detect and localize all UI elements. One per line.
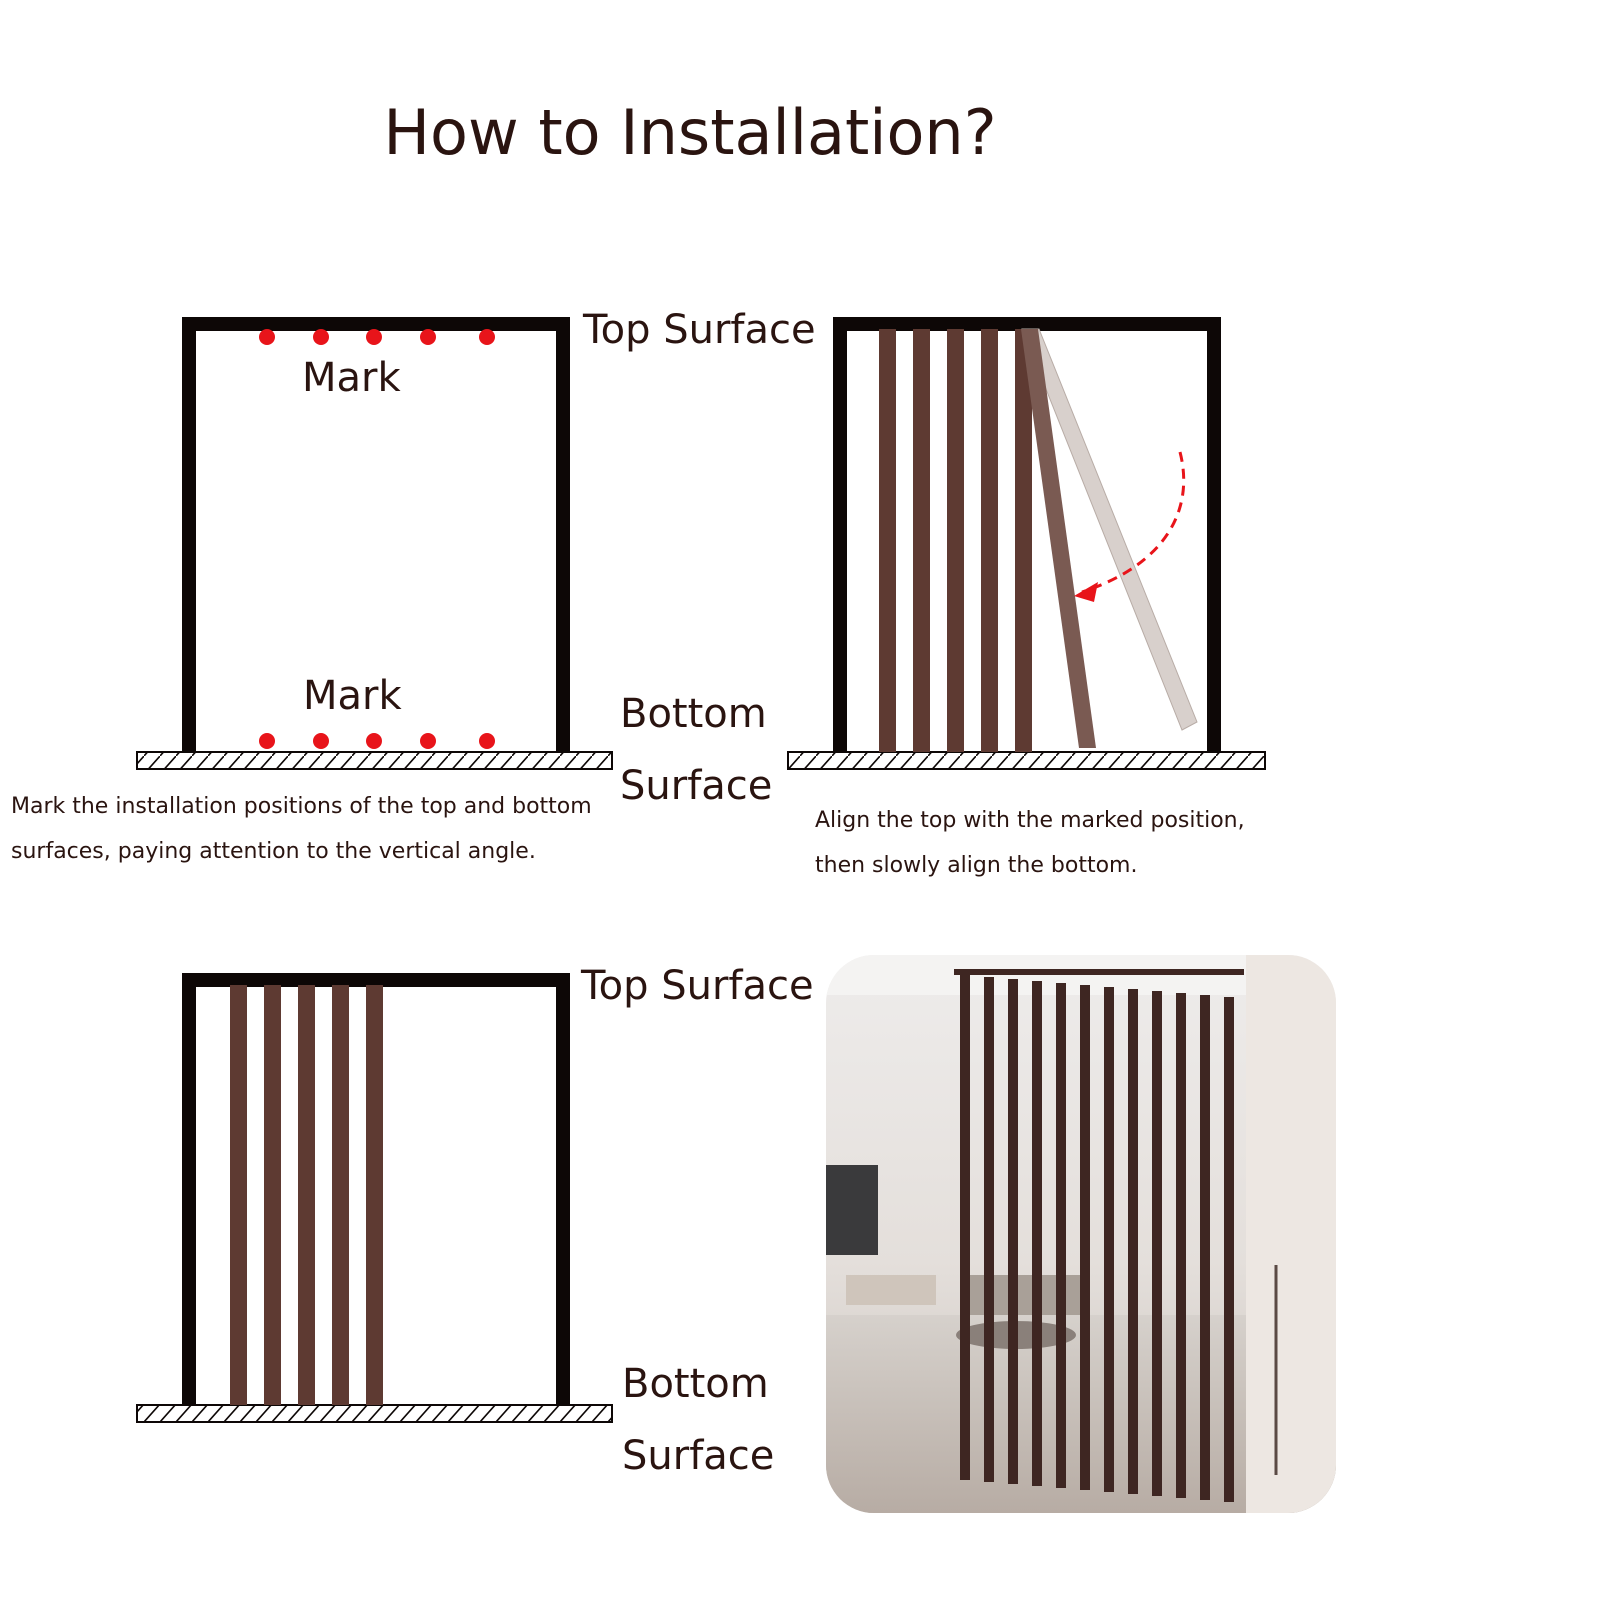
slat xyxy=(332,985,349,1405)
step1-top-surface-label: Top Surface xyxy=(583,307,816,353)
step1-caption-line1: Mark the installation positions of the t… xyxy=(11,794,592,819)
mark-dot xyxy=(479,733,495,749)
step3-bottom-surface-label-line2: Surface xyxy=(622,1433,775,1479)
photo-illustration xyxy=(826,955,1336,1513)
step1-diagram xyxy=(136,317,613,770)
step1-floor xyxy=(136,751,613,770)
step1-top-mark-label: Mark xyxy=(302,355,401,401)
slat xyxy=(230,985,247,1405)
slat xyxy=(913,329,930,752)
right-wall xyxy=(1246,955,1336,1513)
slat xyxy=(1128,989,1138,1494)
mark-dot xyxy=(259,733,275,749)
tv-screen xyxy=(826,1165,878,1255)
step3-door-frame xyxy=(182,973,570,1405)
step1-bottom-surface-label-line2: Surface xyxy=(620,763,773,809)
step1-bottom-surface-label-line1: Bottom xyxy=(620,691,767,737)
mark-dot xyxy=(479,329,495,345)
tilted-slat xyxy=(1021,329,1096,748)
slat xyxy=(1176,993,1186,1498)
step3-diagram xyxy=(136,973,613,1423)
page-title: How to Installation? xyxy=(383,96,997,169)
slat-group xyxy=(960,975,1234,1502)
step1-top-marks xyxy=(259,329,495,345)
step3-floor xyxy=(136,1404,613,1423)
mark-dot xyxy=(366,733,382,749)
slat xyxy=(1056,983,1066,1488)
slat xyxy=(1104,987,1114,1492)
slat xyxy=(1080,985,1090,1490)
slat xyxy=(1200,995,1210,1500)
slat xyxy=(1224,997,1234,1502)
slat xyxy=(960,975,970,1480)
step3-bottom-surface-label-line1: Bottom xyxy=(622,1361,769,1407)
mark-dot xyxy=(313,733,329,749)
step2-caption-line1: Align the top with the marked position, xyxy=(815,808,1245,833)
step3-top-surface-label: Top Surface xyxy=(581,963,814,1009)
tv-cabinet xyxy=(846,1275,936,1305)
mark-dot xyxy=(366,329,382,345)
step1-caption: Mark the installation positions of the t… xyxy=(11,784,592,874)
slat xyxy=(1032,981,1042,1486)
slat xyxy=(947,329,964,752)
slat xyxy=(981,329,998,752)
mark-dot xyxy=(420,733,436,749)
step2-floor xyxy=(787,751,1266,770)
step2-door-frame xyxy=(833,317,1221,752)
slat xyxy=(879,329,896,752)
slat xyxy=(366,985,383,1405)
rotation-arrow xyxy=(1081,451,1186,594)
slat xyxy=(264,985,281,1405)
step1-caption-line2: surfaces, paying attention to the vertic… xyxy=(11,839,536,864)
step1-door-frame xyxy=(182,317,570,752)
slat xyxy=(984,977,994,1482)
step2-diagram xyxy=(787,317,1266,770)
slat xyxy=(298,985,315,1405)
mark-dot xyxy=(313,329,329,345)
step2-caption: Align the top with the marked position, … xyxy=(815,798,1245,888)
ghost-slat xyxy=(1021,328,1198,731)
mark-dot xyxy=(259,329,275,345)
slat xyxy=(1152,991,1162,1496)
mark-dot xyxy=(420,329,436,345)
room-divider-slats-photo xyxy=(826,955,1336,1513)
top-rail xyxy=(954,969,1244,975)
step1-bottom-marks xyxy=(259,733,495,749)
arrow-head xyxy=(1074,582,1098,602)
slat xyxy=(1015,329,1032,752)
step2-caption-line2: then slowly align the bottom. xyxy=(815,853,1138,878)
slat xyxy=(1008,979,1018,1484)
step1-bottom-mark-label: Mark xyxy=(303,673,402,719)
